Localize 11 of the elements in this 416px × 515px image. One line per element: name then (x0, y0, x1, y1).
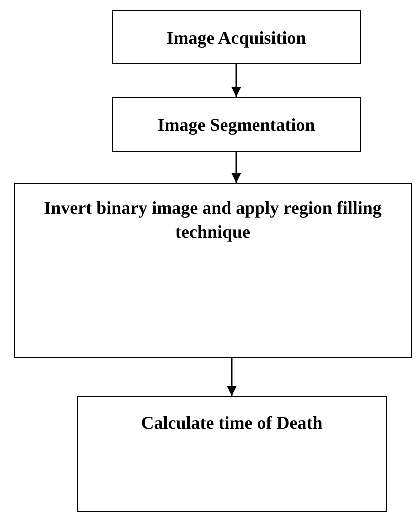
step-label: Invert binary image and apply region filling technique (43, 197, 383, 244)
arrow (227, 358, 237, 396)
process-box (77, 396, 387, 512)
arrow (232, 152, 242, 183)
step-label: Calculate time of Death (140, 412, 324, 435)
process-box (112, 10, 361, 64)
process-box (112, 97, 361, 152)
step-label: Image Segmentation (156, 114, 316, 137)
arrow (232, 64, 242, 97)
step-label: Image Acquisition (166, 27, 308, 50)
process-box (14, 183, 412, 358)
